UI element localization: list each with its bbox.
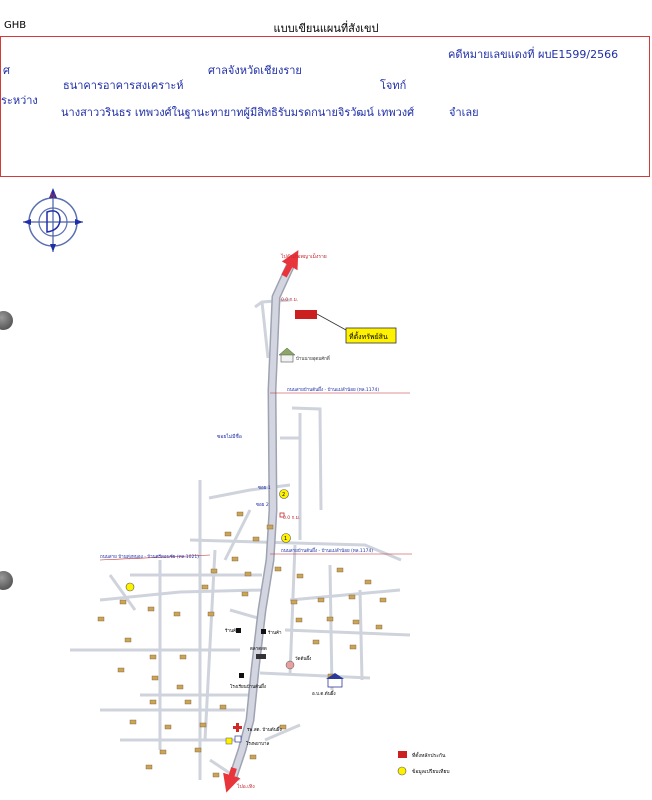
school-marker [239,673,244,678]
pin-icon [279,512,285,518]
route-south-label: ไปอ.เทิง [236,783,255,790]
house-markers [97,511,387,778]
market-label: ตลาดสด [250,646,267,652]
shop-2-marker [261,629,266,634]
legend-info-label: ข้อมูลเปรียบเทียบ [412,768,450,775]
property-callout [345,327,397,344]
property-callout-label: ที่ตั้งทรัพย์สิน [349,330,388,341]
temple-label: วัดต้นผึ้ง [295,655,311,662]
soi-2-label: ซอย 2 [256,502,269,508]
court-name: ศาลจังหวัดเชียงราย [208,64,302,77]
shop-1-marker [236,628,241,633]
soi-label: ซอยไม่มีชื่อ [217,433,242,440]
house-label: บ้านนายอุดมศักดิ์ [296,354,331,362]
between-label: ระหว่าง [1,94,38,107]
hospital-marker [234,735,242,743]
comparison-marker [125,582,135,592]
road-label-2: ถนนสายบ้านต้นผึ้ง - บ้านแม่ลำน้อย (ทล.11… [281,547,373,554]
org-code: GHB [4,20,27,31]
legend-property-swatch [398,751,407,758]
km-label-mid: 0.0 ก.ม. [283,515,300,521]
location-map: N ไปอำเภอพญาเม็งราย ไปอ.เทิง [23,188,450,793]
gov-office-label: อ.บ.ต.ต้นผึ้ง [312,690,336,697]
route-south-arrow [223,767,241,793]
case-header-box: คดีหมายเลขแดงที่ ผบE1599/2566 ศ ศาลจังหว… [0,36,650,177]
hospital-label: โรงพยาบาล [246,740,270,747]
km-label-top: 0.0 ก.ม. [281,297,298,303]
main-road [227,260,297,782]
comparison-marker-2 [279,489,289,499]
court-prefix: ศ [3,64,10,77]
compass-north-label: N [50,192,55,200]
defendant-name: นางสาววรินธร เทพวงศ์ในฐานะทายาทผู้มีสิทธ… [61,106,415,119]
marker-2-label: 2 [282,492,285,498]
punch-hole [0,571,13,590]
temple-icon [285,660,295,670]
comparison-marker-1 [281,533,291,543]
punch-hole [0,311,13,330]
property-marker [295,310,317,319]
case-number: คดีหมายเลขแดงที่ ผบE1599/2566 [448,48,619,61]
market-icon [256,654,266,659]
route-north-arrow [281,250,299,278]
legend-property-label: ที่ตั้งหลักประกัน [412,750,446,759]
gov-office-icon [326,673,344,688]
school-label: โรงเรียนบ้านต้นผึ้ง [230,683,266,690]
sign-icon [225,737,233,745]
shop-2-label: ร้านค้า [268,630,282,636]
road-label-3: ถนนสาย บ้านทุ่งหนอง - บ้านศรีดอนชัย (ทล.… [100,554,199,560]
plaintiff-role: โจทก์ [380,79,407,92]
shop-1-label: ร้านค้า [225,628,239,634]
legend-info-swatch [397,766,407,776]
rural-clinic-label: รพ.สต. บ้านต้นผึ้ง [247,726,282,733]
minor-roads [70,298,411,782]
route-north-label: ไปอำเภอพญาเม็งราย [280,252,327,260]
map-legend: ที่ตั้งหลักประกัน ข้อมูลเปรียบเทียบ [397,750,450,776]
hospital-cross-icon [233,723,242,732]
marker-1-label: 1 [284,536,287,542]
plaintiff-name: ธนาคารอาคารสงเคราะห์ [63,79,184,92]
compass-icon: N [23,188,83,252]
soi-1-label: ซอย 1 [258,485,271,491]
road-label-1: ถนนสายบ้านต้นผึ้ง - บ้านแม่ลำน้อย (ทล.11… [287,386,379,393]
defendant-role: จำเลย [449,106,479,119]
document-title: แบบเขียนแผนที่สังเขป [273,22,379,35]
house-icon [278,347,296,363]
